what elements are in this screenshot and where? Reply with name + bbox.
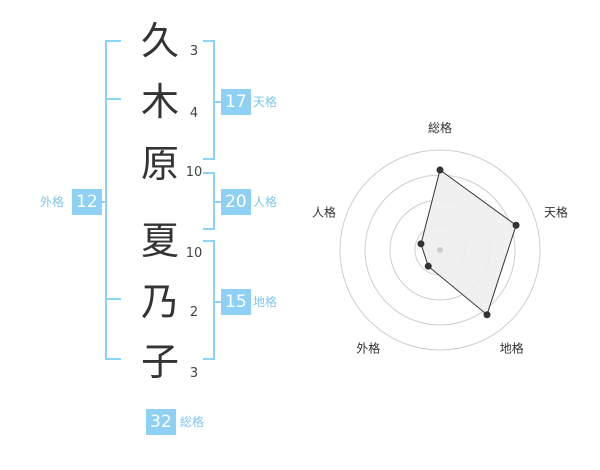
chikaku-bracket-vertical xyxy=(213,240,215,360)
soukaku-label: 総格 xyxy=(180,415,205,429)
radar-center-point xyxy=(437,247,443,253)
name-char-4: 夏 xyxy=(140,219,179,263)
chikaku-bracket-connector xyxy=(214,301,222,303)
name-char-2: 木 xyxy=(140,80,179,124)
gaikaku-bracket-vertical xyxy=(105,40,107,360)
tenkaku-bracket-bottom xyxy=(203,158,215,160)
gaikaku-badge: 12 xyxy=(72,189,102,215)
gaikaku-bracket-bottom xyxy=(105,358,121,360)
radar-axis-label-3: 地格 xyxy=(500,341,524,356)
radar-point-1 xyxy=(436,166,444,174)
chikaku-bracket-bottom xyxy=(203,358,215,360)
radar-axis-label-4: 外格 xyxy=(356,341,380,356)
soukaku-badge: 32 xyxy=(146,409,176,435)
stroke-count-3: 10 xyxy=(185,165,203,180)
jinkaku-bracket-bottom xyxy=(203,228,215,230)
radar-axis-label-2: 天格 xyxy=(544,204,568,219)
radar-grid-ring xyxy=(364,174,516,326)
stroke-count-4: 10 xyxy=(185,246,203,261)
tenkaku-label: 天格 xyxy=(253,95,278,109)
name-char-6: 子 xyxy=(140,340,179,384)
jinkaku-bracket-connector xyxy=(214,201,222,203)
radar-grid-ring xyxy=(339,149,541,351)
jinkaku-bracket-top xyxy=(203,172,215,174)
radar-axis-label-1: 総格 xyxy=(428,120,452,135)
tenkaku-badge: 17 xyxy=(221,89,251,115)
radar-data-polygon xyxy=(420,169,517,316)
gaikaku-bracket-tick-upper xyxy=(105,98,121,100)
stroke-count-2: 4 xyxy=(189,106,199,121)
name-char-5: 乃 xyxy=(140,280,179,324)
gaikaku-label: 外格 xyxy=(40,195,65,209)
name-char-3: 原 xyxy=(140,142,179,186)
tenkaku-bracket-connector xyxy=(214,101,222,103)
stroke-count-5: 2 xyxy=(189,305,199,320)
stroke-count-1: 3 xyxy=(189,44,199,59)
jinkaku-label: 人格 xyxy=(253,195,278,209)
radar-point-3 xyxy=(483,311,491,319)
radar-point-2 xyxy=(512,221,520,229)
gaikaku-bracket-top xyxy=(105,40,121,42)
tenkaku-bracket-top xyxy=(203,40,215,42)
chikaku-bracket-top xyxy=(203,240,215,242)
stroke-count-6: 3 xyxy=(189,366,199,381)
tenkaku-bracket-vertical xyxy=(213,40,215,160)
chikaku-label: 地格 xyxy=(253,295,278,309)
radar-point-5 xyxy=(417,240,425,248)
name-char-1: 久 xyxy=(140,19,179,63)
radar-point-4 xyxy=(424,262,432,270)
gaikaku-bracket-tick-lower xyxy=(105,298,121,300)
jinkaku-badge: 20 xyxy=(221,189,251,215)
chikaku-badge: 15 xyxy=(221,289,251,315)
radar-grid-ring xyxy=(414,224,466,276)
radar-grid-ring xyxy=(389,199,491,301)
radar-axis-label-5: 人格 xyxy=(312,204,336,219)
